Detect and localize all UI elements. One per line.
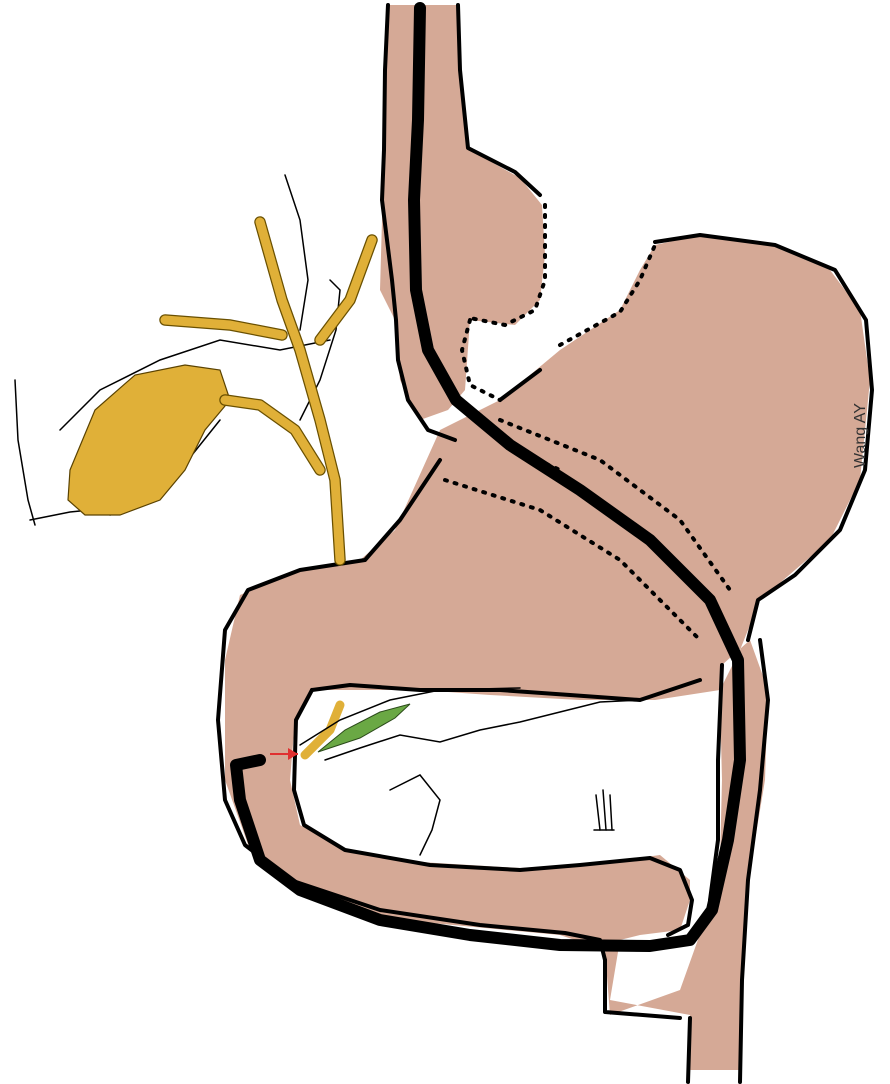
gallbladder	[68, 365, 230, 515]
pancreas	[300, 688, 640, 855]
artist-signature: Wang AY	[852, 403, 870, 468]
pylorus-detail	[594, 790, 614, 830]
